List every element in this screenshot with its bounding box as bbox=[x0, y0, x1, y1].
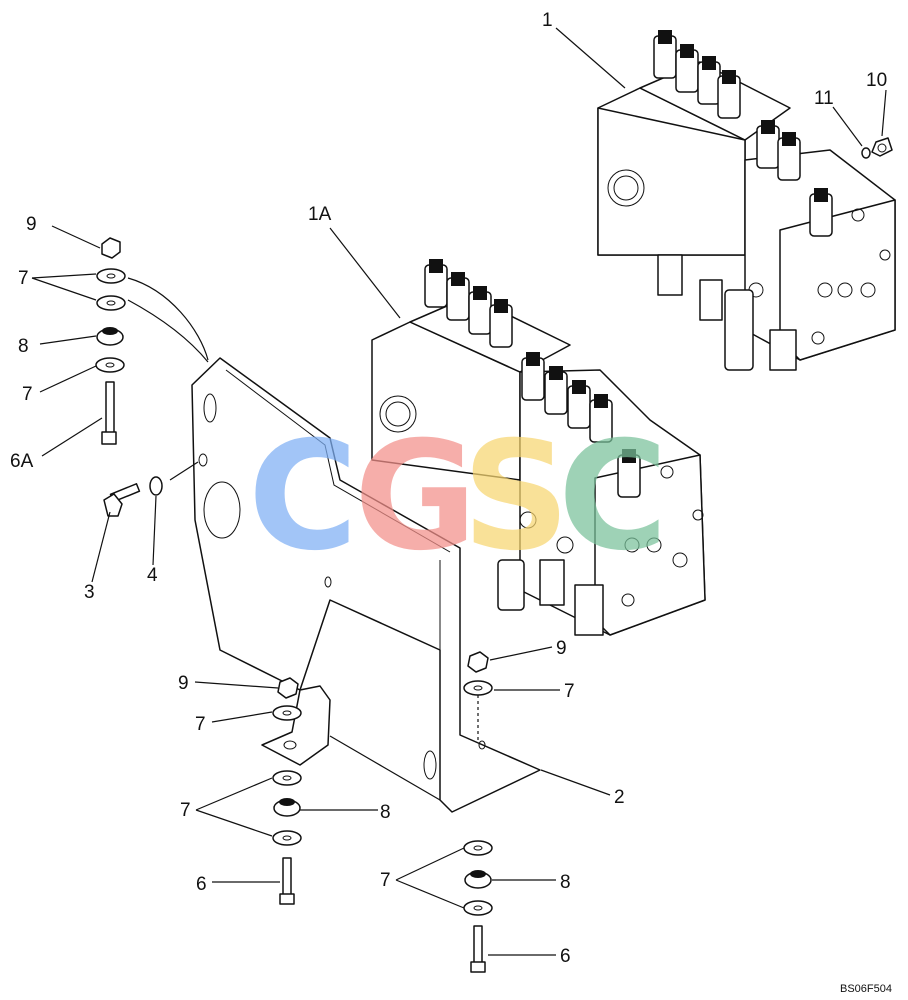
valve-assembly-1 bbox=[597, 30, 896, 371]
label-8-low-mid: 8 bbox=[380, 802, 391, 823]
mounting-bracket-2 bbox=[191, 357, 541, 813]
label-6a: 6A bbox=[10, 451, 34, 472]
label-9-right: 9 bbox=[556, 638, 567, 659]
label-8-low-right: 8 bbox=[560, 872, 571, 893]
label-7-bracket: 7 bbox=[195, 714, 206, 735]
fitting-10 bbox=[871, 137, 893, 157]
solenoid-coils-1a bbox=[424, 259, 641, 498]
label-7-mid-left: 7 bbox=[22, 384, 33, 405]
hardware-stack-top-left bbox=[95, 237, 126, 445]
washer-4 bbox=[149, 476, 163, 496]
bolt-3 bbox=[103, 483, 141, 517]
label-4: 4 bbox=[147, 565, 158, 586]
label-7-top-left: 7 bbox=[18, 268, 29, 289]
label-7-low-left: 7 bbox=[180, 800, 191, 821]
hardware-stack-bracket bbox=[272, 677, 302, 905]
leader-lines bbox=[31, 27, 887, 956]
cgsc-watermark: C G S C bbox=[248, 410, 668, 584]
label-6-right: 6 bbox=[560, 946, 571, 967]
watermark-letter-s: S bbox=[462, 410, 570, 584]
label-10: 10 bbox=[866, 70, 887, 91]
watermark-letter-c1: C bbox=[248, 410, 358, 584]
callout-labels: 1 10 11 1A 9 7 8 7 6A 3 4 9 7 7 8 6 2 9 … bbox=[10, 10, 887, 967]
label-3: 3 bbox=[84, 582, 95, 603]
label-7-low-right: 7 bbox=[380, 870, 391, 891]
label-7-right-top: 7 bbox=[564, 681, 575, 702]
valve-assembly-1a bbox=[371, 259, 706, 636]
solenoid-coils-1 bbox=[653, 30, 833, 237]
label-9-top-left: 9 bbox=[26, 214, 37, 235]
o-ring-11 bbox=[861, 147, 871, 159]
label-9-bracket: 9 bbox=[178, 673, 189, 694]
drawing-code: BS06F504 bbox=[840, 983, 892, 995]
label-8-top-left: 8 bbox=[18, 336, 29, 357]
watermark-letter-g: G bbox=[354, 410, 477, 584]
hardware-stack-right bbox=[463, 651, 493, 973]
label-1: 1 bbox=[542, 10, 553, 31]
label-1a: 1A bbox=[308, 204, 332, 225]
label-2: 2 bbox=[614, 787, 625, 808]
label-6-left: 6 bbox=[196, 874, 207, 895]
label-11: 11 bbox=[814, 88, 834, 109]
watermark-letter-c2: C bbox=[558, 410, 668, 584]
